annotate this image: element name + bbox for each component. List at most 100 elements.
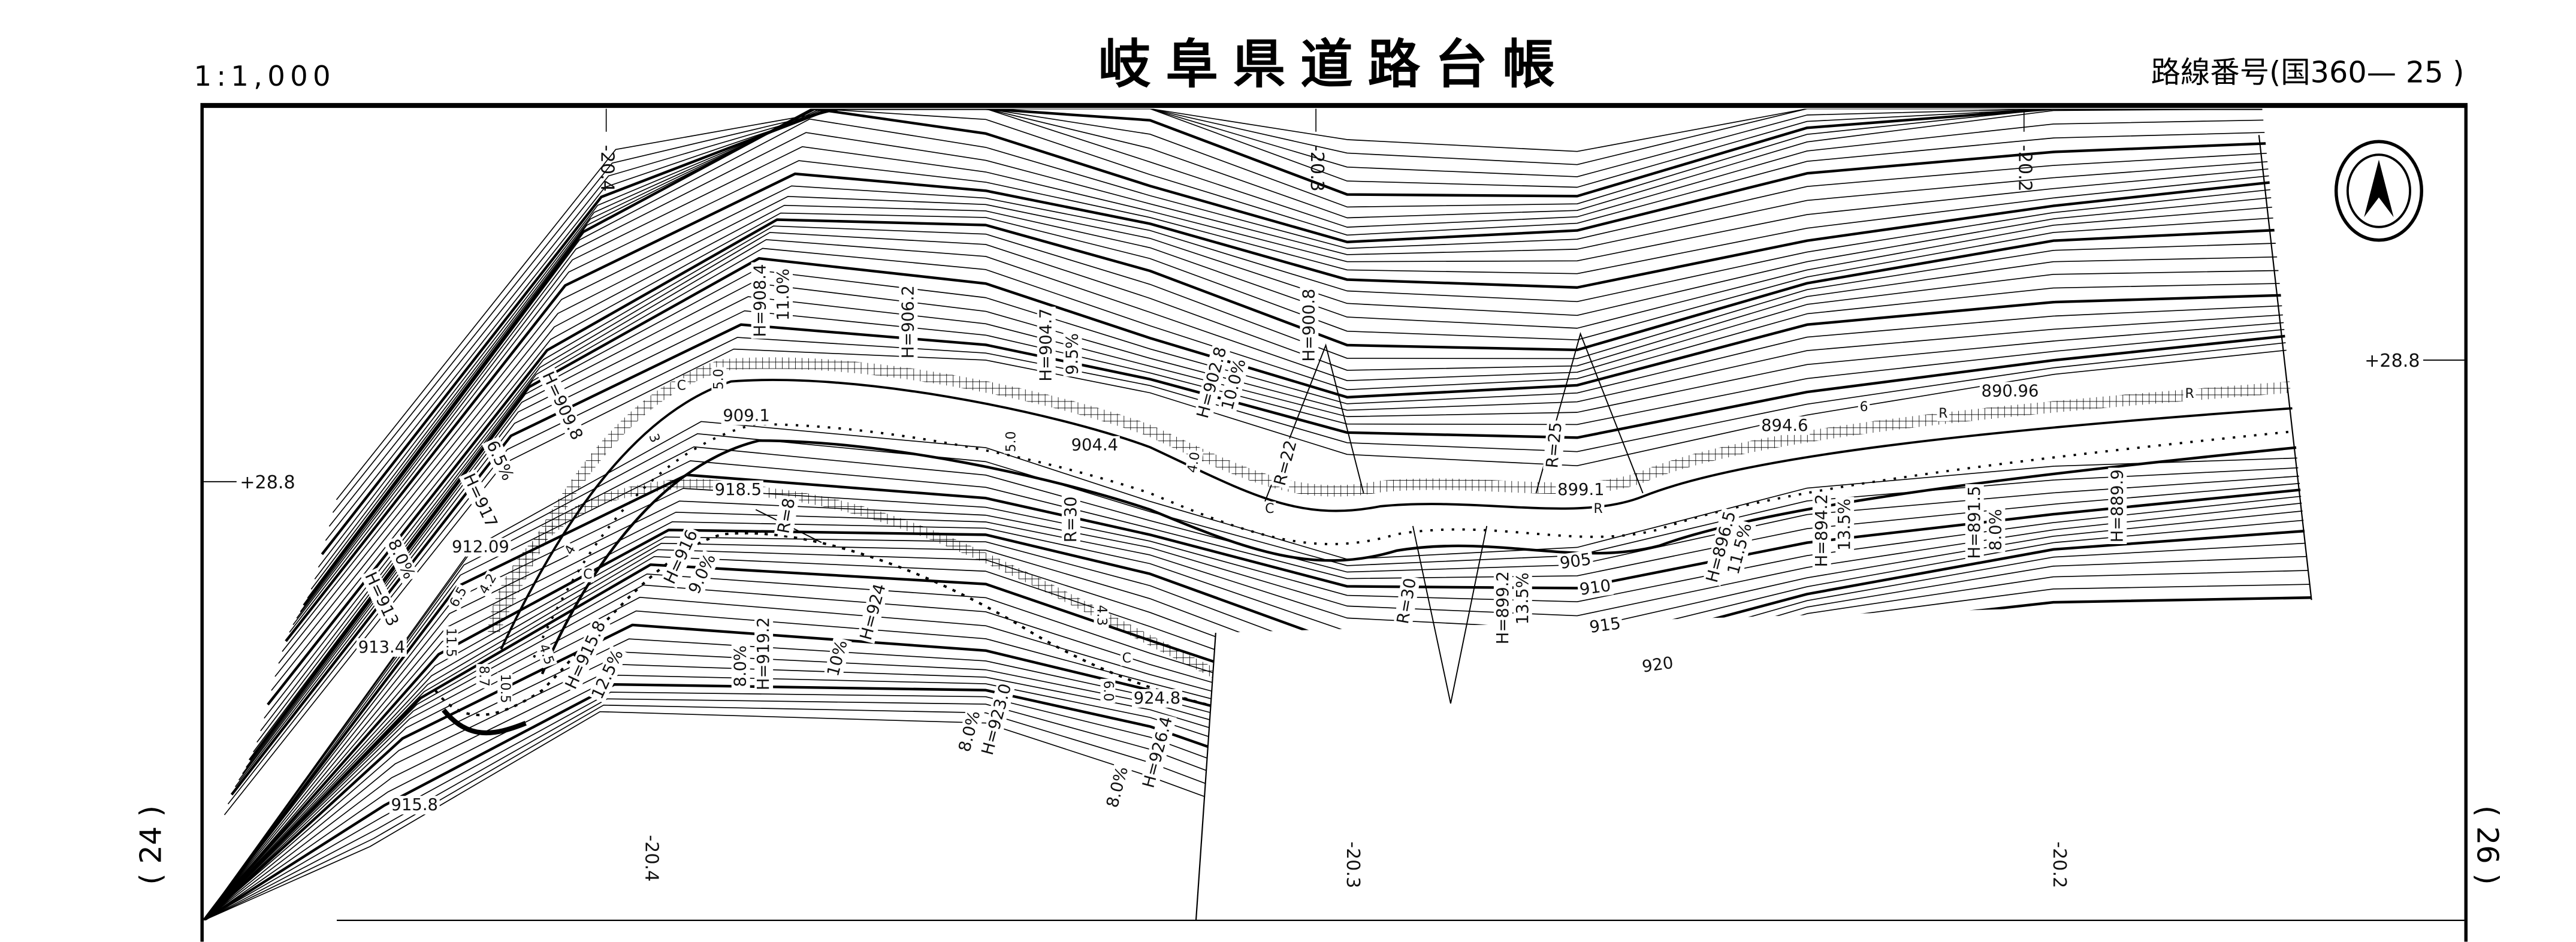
label-background [1069, 436, 1120, 455]
label-background [684, 550, 721, 599]
contour-line [292, 146, 2312, 626]
contour-line [282, 184, 2312, 652]
offset-right: +28.8 [2364, 351, 2420, 372]
contour-line [336, 108, 2312, 500]
label-background [450, 538, 511, 557]
station-bottom-1: -20.4 [641, 835, 662, 881]
label-background [1577, 576, 1614, 600]
label-background [1639, 653, 1677, 677]
label-background [1037, 306, 1056, 384]
label-background [1979, 382, 2041, 401]
contour-line [300, 118, 2312, 612]
label-background [899, 283, 918, 360]
spot-height: 890.96 [1982, 382, 2039, 400]
label-background [645, 430, 663, 446]
label-background [537, 367, 587, 445]
label-background [1138, 712, 1177, 792]
label-background [712, 480, 763, 499]
label-background [1218, 355, 1251, 414]
label-background [383, 535, 419, 584]
label-background [1702, 508, 1741, 587]
contour-label: 905 [1559, 550, 1592, 573]
contour-line [203, 433, 2312, 920]
contour-line [203, 529, 2312, 920]
label-background [1300, 286, 1319, 364]
contour-line [203, 536, 2312, 920]
contour-line [332, 108, 2312, 513]
label-background [561, 616, 611, 694]
label-background [1542, 419, 1566, 471]
slope-label: 8.0% [732, 645, 750, 687]
label-background [675, 378, 688, 394]
spot-height: 909.1 [723, 406, 769, 425]
contour-line [203, 698, 2312, 920]
label-background [1493, 569, 1512, 646]
label-background [443, 626, 458, 659]
contour-line [289, 160, 2312, 633]
next-sheet-ref[interactable]: ( 26 ) [2470, 805, 2505, 885]
contour-line [234, 310, 2312, 787]
label-background [1812, 492, 1831, 569]
spot-height: 924.8 [1134, 689, 1180, 708]
contour-line [310, 108, 2312, 590]
label-background [754, 615, 774, 692]
label-background [731, 644, 750, 689]
curve-label: R=30 [1394, 576, 1420, 625]
contour-line [203, 473, 2312, 920]
label-background [1986, 507, 2006, 552]
contour-line [203, 672, 2312, 920]
label-background [751, 262, 770, 339]
map-frame [200, 102, 2468, 942]
contour-line [328, 108, 2312, 527]
label-background [711, 367, 727, 392]
contour-line [203, 681, 2312, 920]
slope-label: H=923.0 [979, 682, 1016, 757]
label-background [1393, 575, 1421, 627]
dimension: 5.0 [1004, 431, 1019, 452]
label-background [356, 638, 407, 657]
slope-label: 13.5% [1835, 499, 1854, 551]
contour-line [230, 323, 2312, 796]
contour-line [303, 108, 2312, 606]
contour-line [203, 663, 2312, 920]
station-bottom-3: -20.2 [2049, 841, 2070, 888]
contour-line [325, 108, 2312, 541]
spot-height: 912.09 [452, 538, 509, 557]
slope-label: H=924 [857, 582, 890, 642]
label-background [1094, 603, 1109, 628]
symbol: C [1265, 502, 1274, 517]
label-background [587, 645, 628, 704]
contour-label: 920 [1641, 654, 1674, 677]
label-background [1063, 331, 1082, 377]
slope-label: H=919.2 [754, 617, 773, 690]
contour-line [203, 500, 2312, 920]
contour-line [271, 212, 2312, 691]
label-background [1759, 416, 1810, 435]
contour-line [242, 282, 2312, 774]
label-background [2183, 386, 2196, 401]
symbol: R [2185, 387, 2194, 401]
label-background [1965, 484, 1984, 561]
offset-left: +28.8 [240, 472, 295, 493]
symbol: R [1938, 406, 1947, 421]
slope-label: 6.5% [482, 438, 517, 484]
contour-line [203, 509, 2312, 920]
label-background [1263, 501, 1276, 517]
station-top-3: -20.2 [2015, 145, 2036, 192]
previous-sheet-ref[interactable]: ( 24 ) [134, 805, 168, 885]
label-background [458, 469, 502, 532]
contour-line [238, 296, 2312, 781]
contour-line [203, 421, 2312, 920]
spot-height: 899.1 [1557, 481, 1604, 499]
scale-label: 1:1,000 [194, 60, 336, 92]
curve-label: R=25 [1543, 421, 1566, 469]
slope-label: 11.0% [774, 268, 793, 321]
label-background [1937, 406, 1950, 421]
contour-line [203, 488, 2312, 920]
label-background [2108, 467, 2127, 545]
contour-line [285, 172, 2312, 642]
label-background [1270, 436, 1301, 490]
label-background [1132, 689, 1182, 708]
dimension: 6 [1860, 400, 1868, 415]
